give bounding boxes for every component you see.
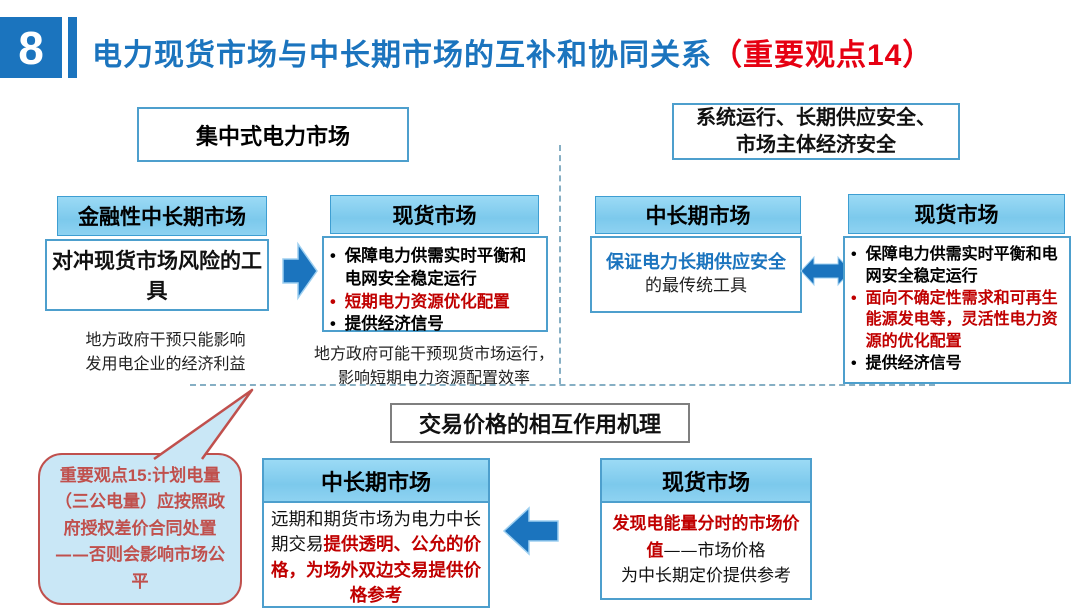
vertical-dashed-divider bbox=[559, 145, 561, 384]
spot-price-red: 发现电能量分时的市场价值 bbox=[612, 514, 800, 560]
bottom-spot-market-body: 发现电能量分时的市场价值——市场价格 为中长期定价提供参考 bbox=[600, 501, 812, 600]
spot-price-mid: ——市场价格 bbox=[663, 540, 766, 561]
bullet-item: • 提供经济信号 bbox=[851, 353, 1063, 375]
arrow-right-icon bbox=[281, 240, 319, 302]
bullet-icon: • bbox=[330, 292, 336, 311]
right-mlt-market-header: 中长期市场 bbox=[595, 196, 801, 234]
left-mlt-market-header: 金融性中长期市场 bbox=[57, 196, 267, 236]
horizontal-dashed-divider bbox=[190, 384, 935, 386]
callout-body: 计划电量（三公电量）应按照政府授权差价合同处置——否则会影响市场公平 bbox=[55, 466, 225, 592]
bullet-text: 面向不确定性需求和可再生能源发电等，灵活性电力资源的优化配置 bbox=[865, 289, 1058, 351]
bullet-icon: • bbox=[851, 354, 857, 372]
title-accent-bar bbox=[68, 17, 77, 78]
bottom-mlt-market-body: 远期和期货市场为电力中长期交易提供透明、公允的价格，为场外双边交易提供价格参考 bbox=[262, 501, 490, 608]
callout-label: 重要观点15: bbox=[59, 466, 153, 486]
bullet-item: • 短期电力资源优化配置 bbox=[330, 291, 540, 314]
bullet-item: • 保障电力供需实时平衡和电网安全稳定运行 bbox=[330, 245, 540, 291]
mlt-price-black: 远期和期货市场为电力中长期交易 bbox=[271, 510, 481, 556]
bullet-icon: • bbox=[851, 246, 857, 263]
slide-number-badge: 8 bbox=[0, 17, 62, 78]
mlt-body-rest: 的最传统工具 bbox=[645, 276, 747, 297]
bullet-text: 保障电力供需实时平衡和电网安全稳定运行 bbox=[865, 246, 1058, 285]
left-spot-market-header: 现货市场 bbox=[330, 195, 539, 234]
callout-tail-icon bbox=[140, 386, 260, 460]
bottom-spot-market-header: 现货市场 bbox=[600, 458, 812, 503]
right-section-header: 系统运行、长期供应安全、 市场主体经济安全 bbox=[672, 103, 960, 160]
bullet-icon: • bbox=[851, 289, 857, 307]
arrow-left-icon bbox=[502, 504, 560, 558]
bullet-item: • 提供经济信号 bbox=[330, 313, 540, 336]
bullet-item: • 面向不确定性需求和可再生能源发电等，灵活性电力资源的优化配置 bbox=[851, 288, 1063, 353]
right-spot-market-body: • 保障电力供需实时平衡和电网安全稳定运行 • 面向不确定性需求和可再生能源发电… bbox=[843, 236, 1071, 384]
mlt-body-highlight: 保证电力长期供应安全 bbox=[606, 252, 786, 272]
bullet-text: 短期电力资源优化配置 bbox=[344, 292, 510, 311]
left-mlt-market-body: 对冲现货市场风险的工具 bbox=[45, 239, 269, 311]
page-title-text: 电力现货市场与中长期市场的互补和协同关系 bbox=[92, 39, 712, 72]
bullet-item: • 保障电力供需实时平衡和电网安全稳定运行 bbox=[851, 244, 1063, 288]
bullet-text: 提供经济信号 bbox=[865, 354, 962, 372]
centralized-market-box: 集中式电力市场 bbox=[137, 107, 409, 162]
bullet-text: 提供经济信号 bbox=[344, 315, 444, 334]
right-spot-market-header: 现货市场 bbox=[848, 194, 1065, 234]
spot-price-tail: 为中长期定价提供参考 bbox=[621, 566, 791, 586]
callout-text: 重要观点15:计划电量（三公电量）应按照政府授权差价合同处置——否则会影响市场公… bbox=[40, 459, 240, 599]
mlt-price-red: 提供透明、公允的价格，为场外双边交易提供价格参考 bbox=[271, 535, 481, 607]
price-interaction-box: 交易价格的相互作用机理 bbox=[390, 403, 690, 443]
left-spot-market-body: • 保障电力供需实时平衡和电网安全稳定运行 • 短期电力资源优化配置 • 提供经… bbox=[322, 236, 548, 333]
bullet-icon: • bbox=[330, 315, 336, 334]
bottom-mlt-market-header: 中长期市场 bbox=[262, 458, 490, 503]
page-title-highlight: （重要观点14） bbox=[712, 39, 934, 72]
left-mlt-note: 地方政府干预只能影响 发用电企业的经济利益 bbox=[85, 330, 246, 373]
page-title: 电力现货市场与中长期市场的互补和协同关系（重要观点14） bbox=[92, 30, 933, 74]
bullet-icon: • bbox=[330, 247, 336, 265]
left-spot-note: 地方政府可能干预现货市场运行， 影响短期电力资源配置效率 bbox=[313, 344, 554, 387]
bullet-text: 保障电力供需实时平衡和电网安全稳定运行 bbox=[344, 247, 527, 288]
callout-bubble: 重要观点15:计划电量（三公电量）应按照政府授权差价合同处置——否则会影响市场公… bbox=[38, 453, 242, 605]
right-mlt-market-body: 保证电力长期供应安全 的最传统工具 bbox=[590, 236, 802, 313]
